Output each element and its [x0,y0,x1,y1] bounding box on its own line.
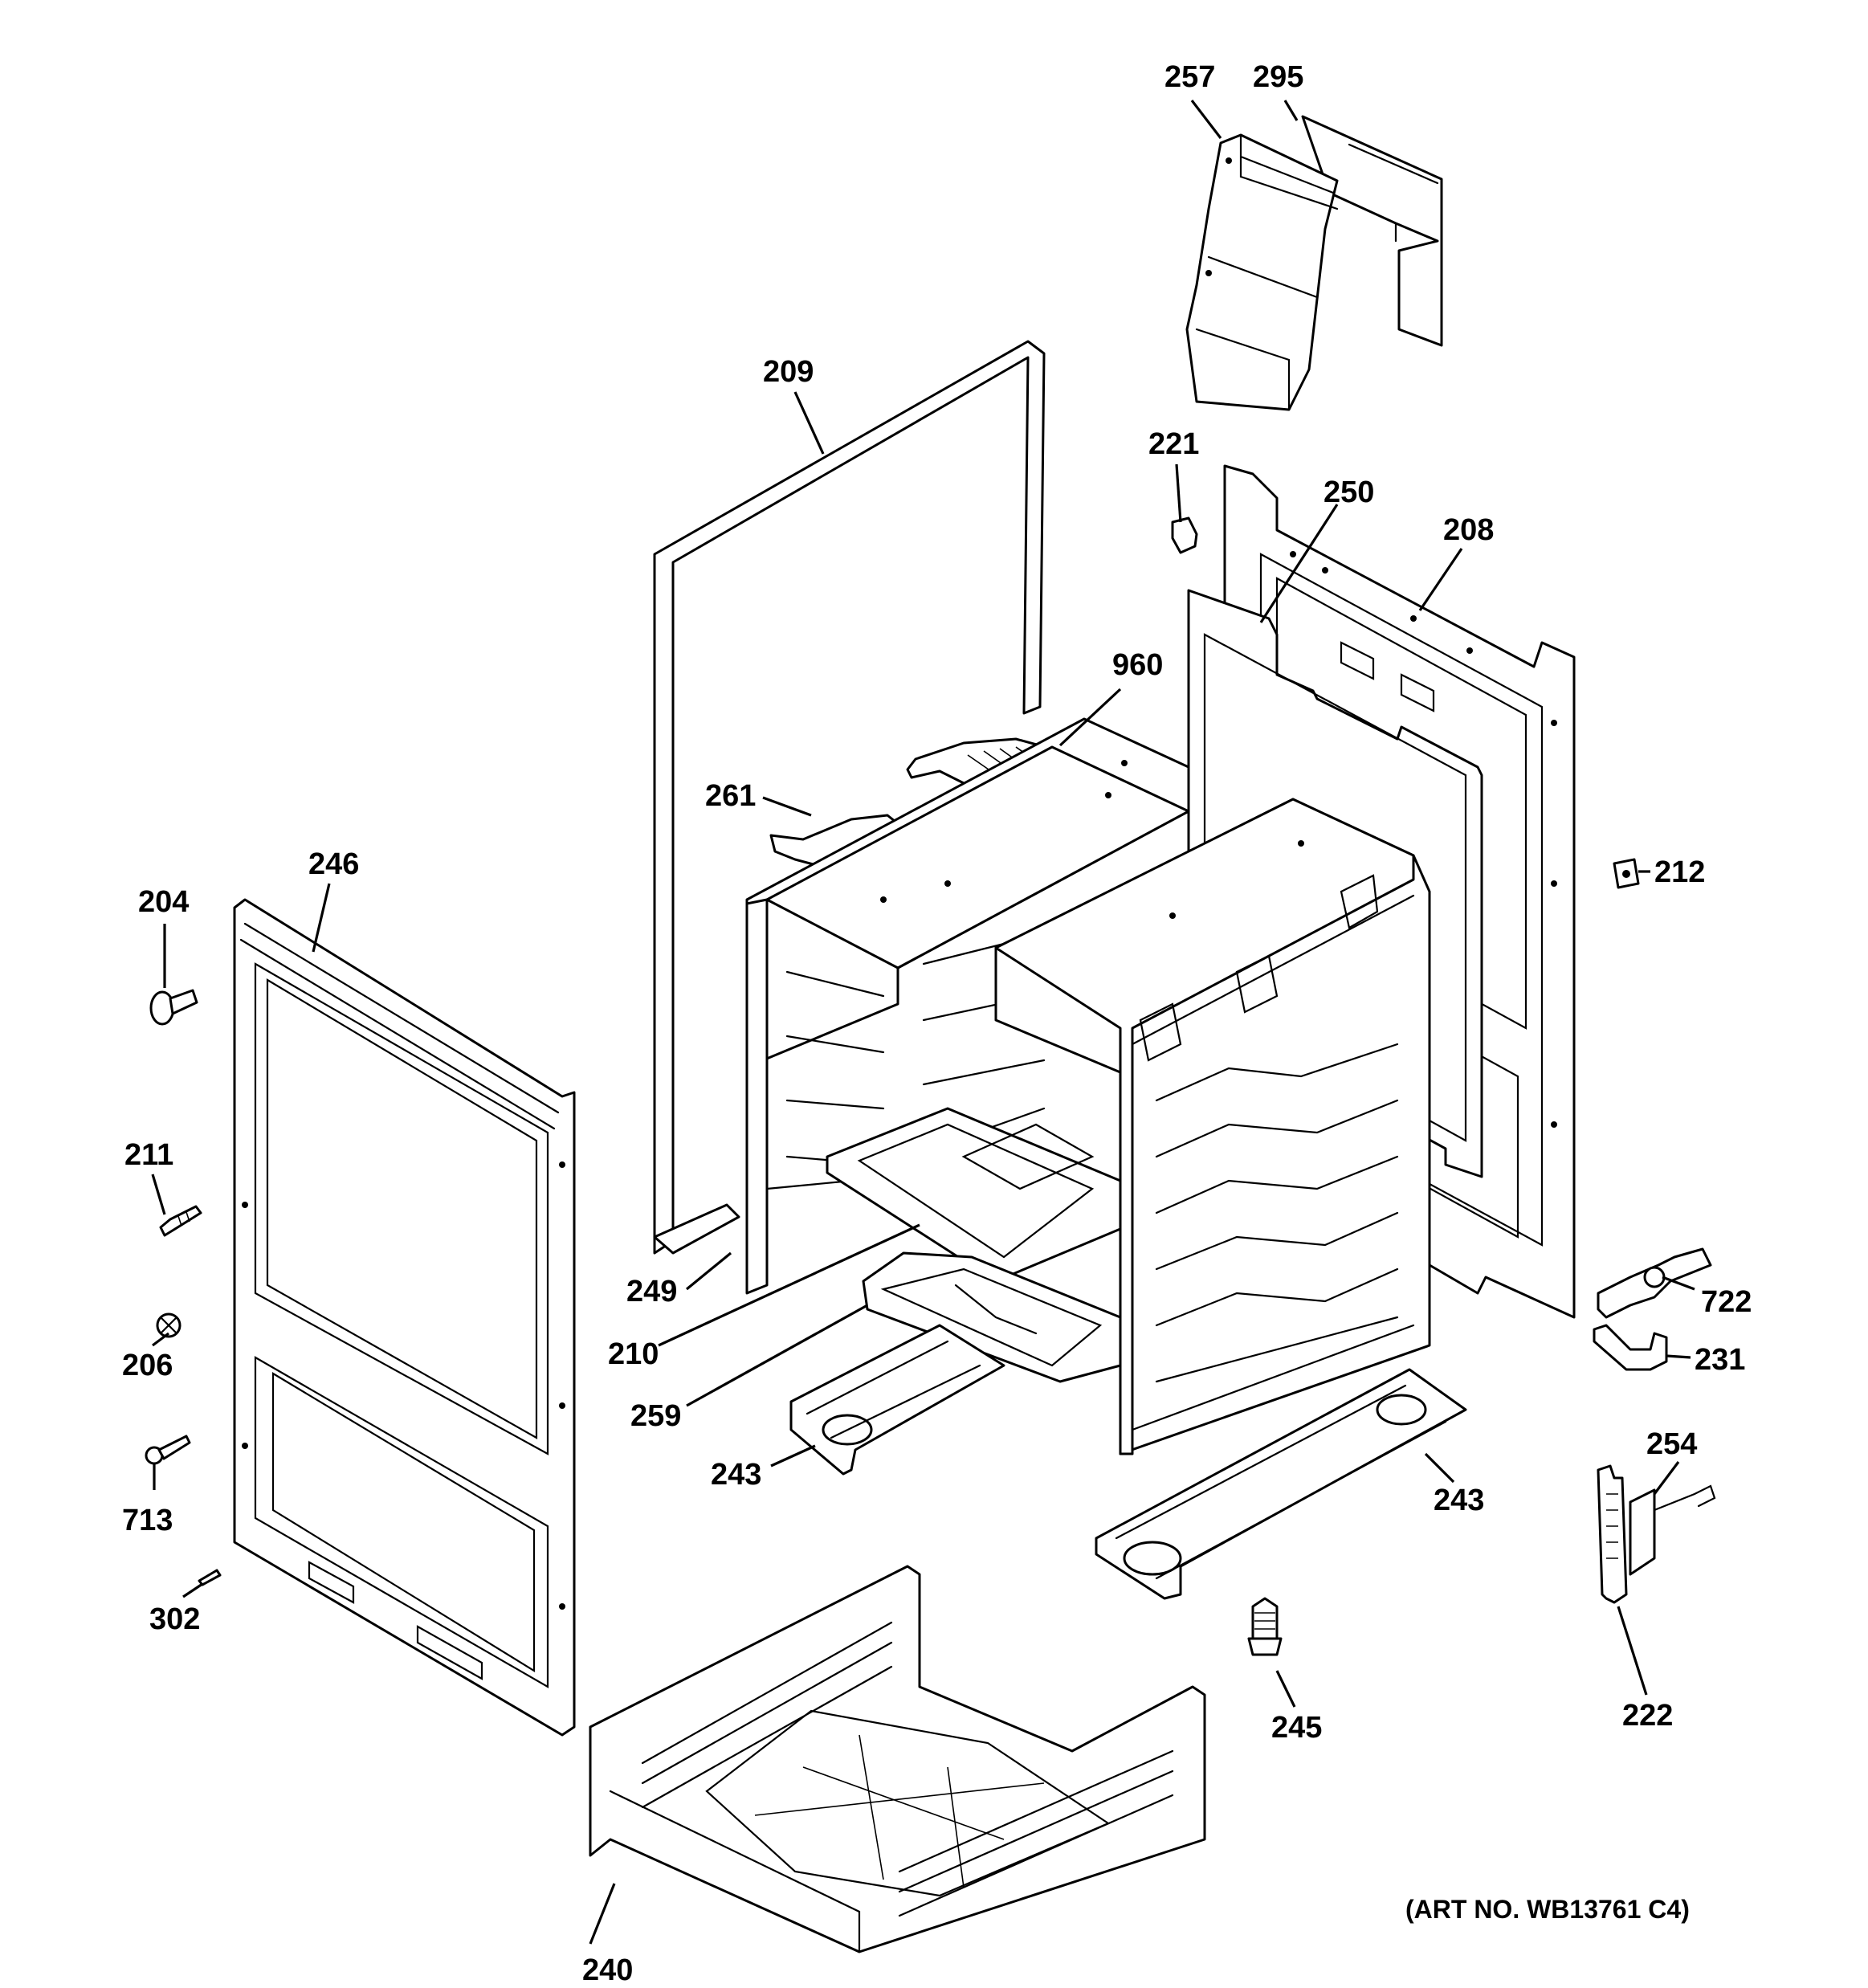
callout-231: 231 [1695,1343,1745,1377]
callout-295: 295 [1253,60,1303,94]
part-221-clip [1171,516,1198,554]
part-211-screw [159,1205,202,1237]
callout-labels: 257 295 209 221 250 208 960 261 246 204 … [122,60,1752,1987]
part-243-tray-left [789,1324,1005,1476]
part-206-screw [156,1312,181,1338]
callout-204: 204 [138,885,189,919]
callout-250: 250 [1324,476,1374,509]
callout-221: 221 [1148,427,1199,461]
callout-210: 210 [608,1337,659,1371]
part-222-hinge [1597,1464,1628,1604]
art-number: (ART NO. WB13761 C4) [1405,1895,1690,1924]
callout-722: 722 [1701,1285,1752,1319]
part-246-front-frame [233,898,576,1737]
callout-960: 960 [1112,648,1163,682]
leader-lines [151,100,1695,1945]
part-212-nut [1613,858,1640,889]
part-257-vent-duct [1185,133,1339,411]
callout-245: 245 [1271,1711,1322,1745]
callout-206: 206 [122,1349,173,1382]
part-722-bracket [1597,1247,1712,1319]
part-210-rack [826,1107,1122,1283]
callout-243-left: 243 [711,1458,761,1492]
callout-212: 212 [1654,855,1705,889]
callout-249: 249 [626,1275,677,1308]
callout-713: 713 [122,1504,173,1537]
callout-208: 208 [1443,513,1494,547]
part-lower-liner [994,798,1431,1455]
callout-222: 222 [1622,1699,1673,1733]
callout-246: 246 [308,847,359,881]
callout-243-right: 243 [1434,1484,1484,1517]
callout-259: 259 [630,1399,681,1433]
part-209-frame [653,340,1046,1255]
callout-302: 302 [149,1602,200,1636]
part-295-vent-cover [1301,115,1443,347]
callout-240: 240 [582,1953,633,1987]
part-204-screw [149,989,198,1026]
part-245-leveling-leg [1247,1597,1283,1656]
part-302-screw [198,1569,222,1586]
callout-254: 254 [1646,1427,1697,1461]
part-713-bolt [145,1435,191,1465]
callout-211: 211 [124,1138,173,1172]
part-240-bottom-body [589,1565,1206,1953]
part-259-broiler-pan [862,1251,1122,1383]
part-254-hinge-arm [1629,1484,1716,1576]
part-243-tray-right [1095,1368,1467,1600]
callout-257: 257 [1164,60,1215,94]
callout-209: 209 [763,355,814,389]
callout-261: 261 [705,779,756,813]
part-231-bracket [1593,1324,1668,1371]
